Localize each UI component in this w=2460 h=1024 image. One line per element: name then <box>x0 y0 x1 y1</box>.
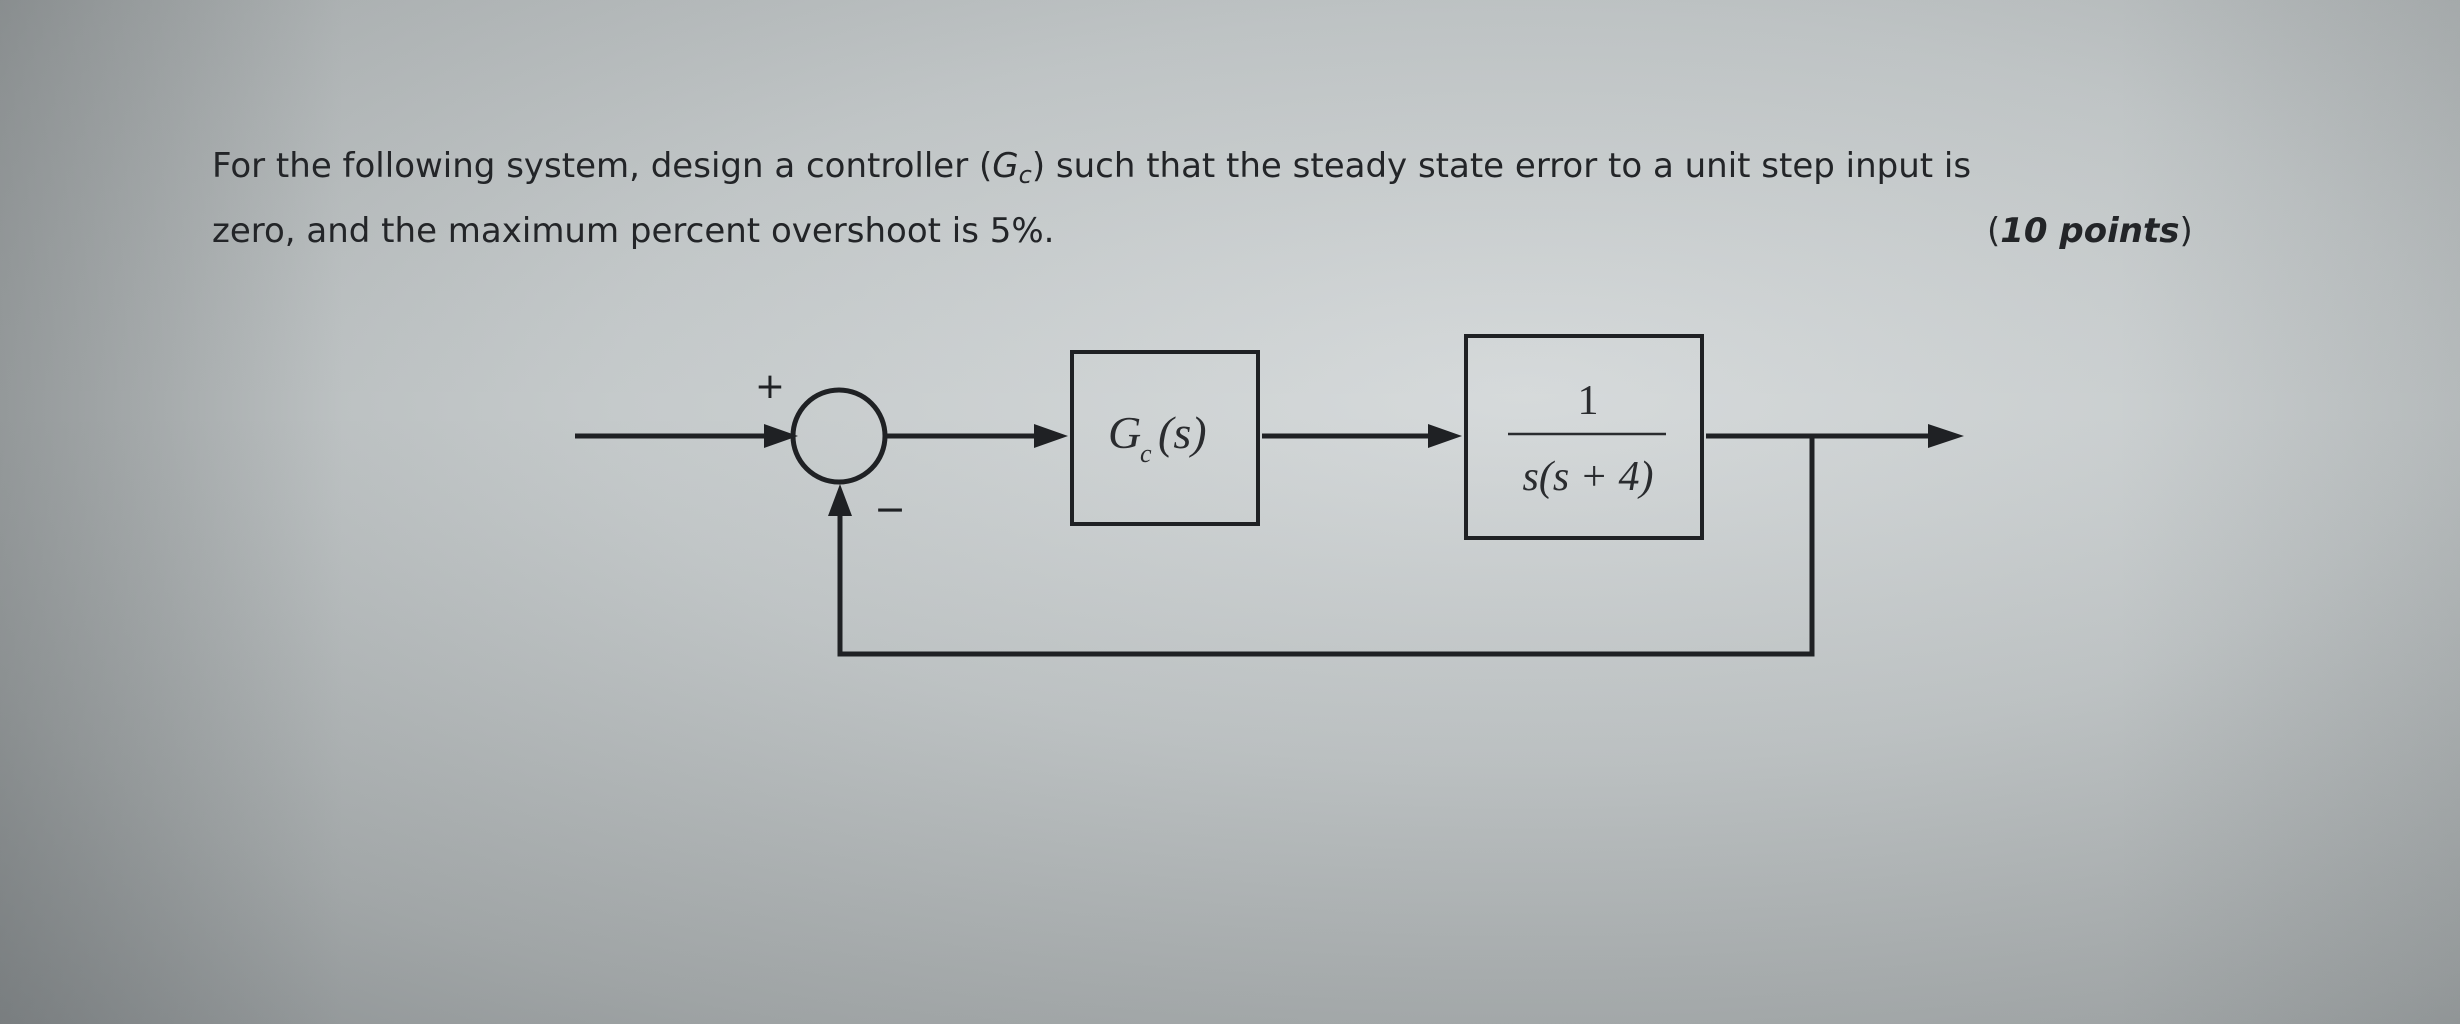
points-label: (10 points) <box>1987 203 2193 259</box>
points-close-paren: ) <box>2179 211 2193 251</box>
plant-numerator: 1 <box>1578 378 1599 424</box>
signal-lines <box>575 334 1928 657</box>
plant-transfer-function: 1 s(s + 4) <box>1508 378 1666 500</box>
arrow-feedback-up <box>828 484 852 516</box>
arrow-into-junction <box>764 424 798 448</box>
problem-text-a: For the following system, design a contr… <box>212 146 993 186</box>
arrow-into-controller <box>1034 424 1068 448</box>
summing-junction <box>790 387 888 485</box>
controller-label: G c (s) <box>1108 407 1207 468</box>
arrow-output <box>1928 424 1964 448</box>
plant-block <box>1464 334 1704 540</box>
arrow-into-plant <box>1428 424 1462 448</box>
plus-sign: + <box>755 366 785 407</box>
problem-text-b: ) such that the steady state error to a … <box>1031 146 1972 186</box>
controller-g: G <box>1108 407 1141 458</box>
arrowheads <box>764 424 1964 516</box>
points-open-paren: ( <box>1987 211 2001 251</box>
controller-argument: (s) <box>1158 407 1207 458</box>
problem-text-c: zero, and the maximum percent overshoot … <box>212 211 1055 251</box>
gc-subscript: c <box>1018 161 1032 189</box>
problem-line-1: For the following system, design a contr… <box>212 138 2362 203</box>
minus-sign: − <box>874 487 906 531</box>
problem-line-2: zero, and the maximum percent overshoot … <box>212 203 2362 259</box>
plant-denominator: s(s + 4) <box>1522 454 1653 500</box>
controller-block <box>1070 350 1260 526</box>
problem-statement: For the following system, design a contr… <box>212 138 2362 259</box>
feedback-path <box>837 436 1815 657</box>
points-value: 10 points <box>2000 211 2180 251</box>
gc-symbol: G <box>992 146 1019 186</box>
controller-subscript: c <box>1140 439 1152 468</box>
